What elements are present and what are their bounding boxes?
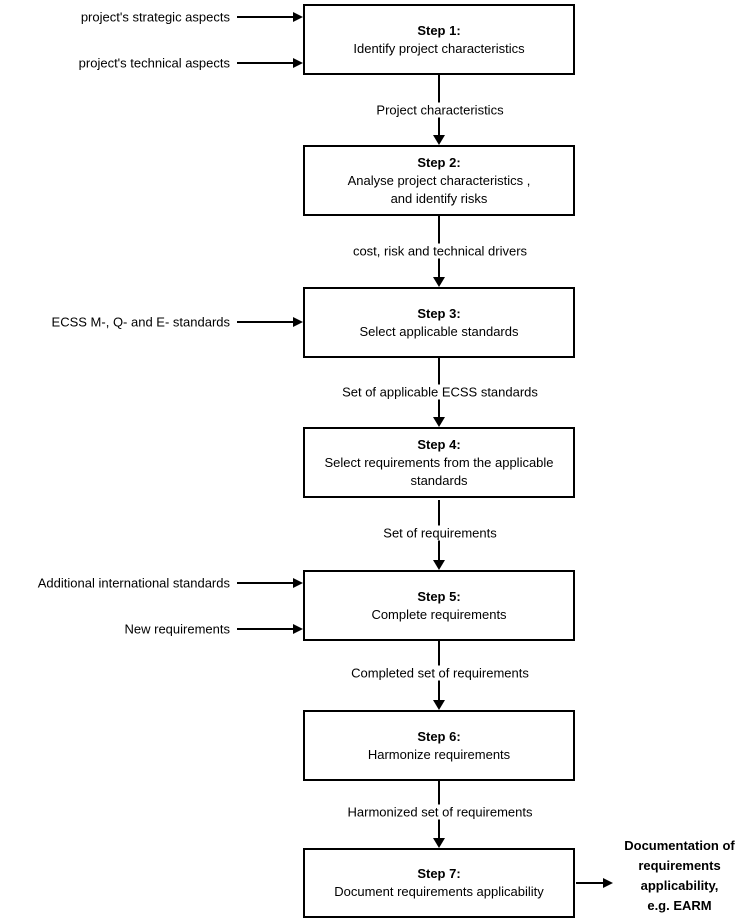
step-6-text: Harmonize requirements: [367, 746, 511, 762]
step-4-box: Step 4: Select requirements from the app…: [303, 427, 575, 498]
step-2-text-line-1: Analyse project characteristics ,: [347, 172, 531, 188]
arrowhead-down-icon: [433, 135, 445, 145]
step-1-title: Step 1:: [417, 22, 461, 38]
output-label-line-1: Documentation of: [624, 838, 735, 853]
arrowhead-right-icon: [293, 58, 303, 68]
input-label-ecss-standards: ECSS M-, Q- and E- standards: [51, 314, 230, 330]
flow-label-6: Harmonized set of requirements: [342, 804, 538, 820]
step-5-title: Step 5:: [417, 588, 461, 604]
step-6-box: Step 6: Harmonize requirements: [303, 710, 575, 781]
step-3-title: Step 3:: [417, 305, 461, 321]
step-2-text-line-2: and identify risks: [390, 190, 488, 206]
input-arrow-line: [237, 16, 293, 18]
arrowhead-right-icon: [293, 12, 303, 22]
arrowhead-right-icon: [603, 878, 613, 888]
input-label-additional-standards: Additional international standards: [37, 575, 230, 591]
input-arrow-line: [237, 582, 293, 584]
input-arrow-line: [237, 628, 293, 630]
step-7-text: Document requirements applicability: [334, 884, 544, 899]
step-4-text-line-2: standards: [410, 472, 468, 488]
input-label-new-requirements: New requirements: [124, 621, 231, 637]
arrowhead-down-icon: [433, 700, 445, 710]
arrowhead-down-icon: [433, 838, 445, 848]
step-3-box: Step 3: Select applicable standards: [303, 287, 575, 358]
output-label: Documentation of requirements applicabil…: [614, 836, 745, 916]
arrowhead-right-icon: [293, 317, 303, 327]
flow-label-1: Project characteristics: [371, 102, 509, 118]
step-7-title: Step 7:: [417, 866, 461, 881]
step-1-box: Step 1: Identify project characteristics: [303, 4, 575, 75]
input-arrow-line: [237, 62, 293, 64]
step-7-box: Step 7: Document requirements applicabil…: [303, 848, 575, 918]
step-4-title: Step 4:: [417, 436, 461, 452]
arrowhead-right-icon: [293, 624, 303, 634]
flow-label-3: Set of applicable ECSS standards: [337, 384, 543, 400]
step-2-box: Step 2: Analyse project characteristics …: [303, 145, 575, 216]
step-1-text: Identify project characteristics: [353, 40, 525, 56]
input-label-technical-aspects: project's technical aspects: [78, 55, 230, 71]
output-label-line-4: e.g. EARM: [647, 898, 712, 913]
step-6-title: Step 6:: [417, 728, 461, 744]
arrowhead-down-icon: [433, 277, 445, 287]
arrowhead-right-icon: [293, 578, 303, 588]
arrowhead-down-icon: [433, 417, 445, 427]
step-2-title: Step 2:: [417, 154, 461, 170]
arrowhead-down-icon: [433, 560, 445, 570]
output-label-line-2: requirements: [638, 858, 721, 873]
step-3-text: Select applicable standards: [359, 323, 519, 339]
flow-label-4: Set of requirements: [378, 525, 502, 541]
step-4-text-line-1: Select requirements from the applicable: [324, 454, 554, 470]
input-arrow-line: [237, 321, 293, 323]
output-arrow-line: [576, 882, 603, 884]
step-5-box: Step 5: Complete requirements: [303, 570, 575, 641]
flow-label-2: cost, risk and technical drivers: [347, 243, 533, 259]
output-label-line-3: applicability,: [640, 878, 719, 893]
flow-label-5: Completed set of requirements: [346, 665, 534, 681]
step-5-text: Complete requirements: [371, 606, 507, 622]
input-label-strategic-aspects: project's strategic aspects: [80, 9, 230, 25]
